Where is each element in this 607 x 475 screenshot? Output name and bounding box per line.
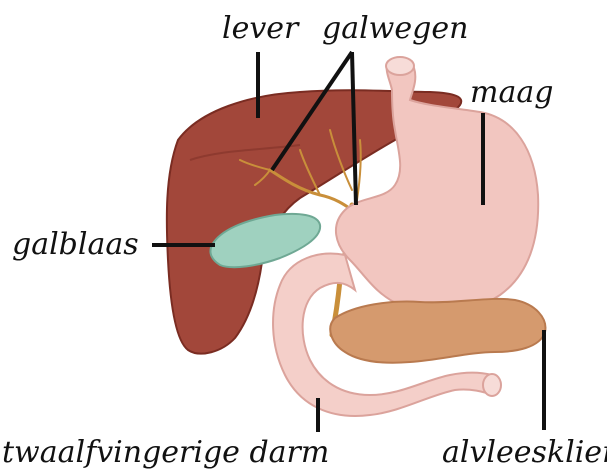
label-maag: maag: [470, 75, 553, 110]
pancreas: [330, 299, 545, 363]
esophagus-opening: [386, 57, 414, 75]
label-alvleesklier: alvleesklier: [442, 435, 607, 470]
label-galblaas: galblaas: [12, 227, 139, 262]
duodenum-end: [483, 374, 501, 396]
label-galwegen: galwegen: [322, 11, 468, 46]
label-lever: lever: [222, 11, 300, 46]
pancreas-shape: [330, 299, 545, 363]
galwegen-leader-2: [352, 52, 356, 205]
label-twaalfvingerige-darm: twaalfvingerige darm: [2, 435, 329, 470]
